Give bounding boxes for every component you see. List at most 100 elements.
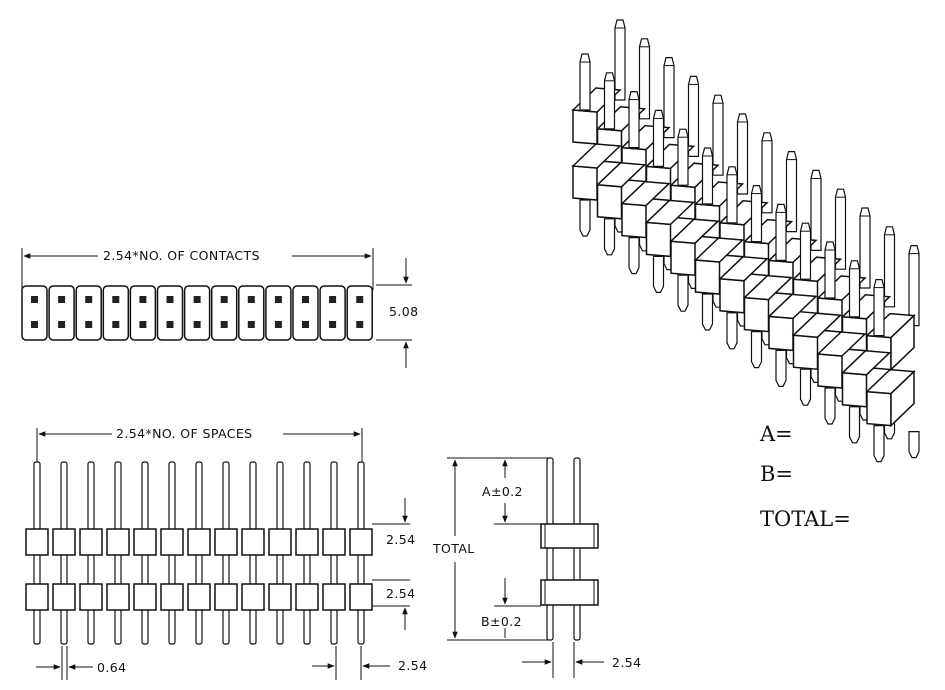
iso-pin bbox=[712, 94, 724, 176]
iso-pin bbox=[726, 166, 738, 224]
b-tolerance-label: B±0.2 bbox=[481, 614, 522, 629]
contact-hole bbox=[356, 296, 364, 303]
iso-pin bbox=[677, 128, 689, 186]
housing-block bbox=[840, 350, 892, 408]
contact-hole bbox=[220, 321, 228, 328]
contact-row bbox=[21, 285, 373, 341]
iso-pin bbox=[873, 279, 885, 337]
iso-pin bbox=[603, 72, 616, 130]
iso-pin-tail bbox=[873, 425, 885, 463]
top-width-label: 2.54*NO. OF CONTACTS bbox=[103, 248, 260, 263]
front-pin bbox=[268, 461, 292, 645]
iso-pin-tail bbox=[701, 293, 714, 331]
side-pin-1 bbox=[546, 457, 554, 641]
contact-block bbox=[238, 285, 265, 341]
housing-block bbox=[571, 143, 622, 201]
contact-hole bbox=[247, 321, 255, 328]
iso-pin bbox=[628, 91, 640, 149]
contact-hole bbox=[166, 321, 174, 328]
housing-block bbox=[718, 256, 769, 314]
iso-pin bbox=[687, 75, 700, 157]
contact-block bbox=[129, 285, 157, 341]
housing-block bbox=[816, 331, 867, 389]
front-width-label: 2.54*NO. OF SPACES bbox=[116, 426, 252, 441]
contact-block bbox=[156, 285, 184, 341]
iso-pin bbox=[761, 132, 773, 214]
contact-hole bbox=[85, 321, 93, 328]
top-height-label: 5.08 bbox=[389, 304, 418, 319]
iso-pin-tail bbox=[628, 237, 640, 275]
housing-end-cap bbox=[890, 313, 915, 372]
iso-pin-tail bbox=[799, 368, 812, 406]
iso-pin-tail bbox=[750, 331, 763, 369]
iso-pin-tail bbox=[824, 387, 836, 425]
pin-pitch-label: 2.54 bbox=[398, 658, 427, 673]
side-lower-body bbox=[540, 579, 599, 606]
iso-pin bbox=[908, 245, 920, 327]
contact-hole bbox=[58, 296, 66, 303]
iso-pin-tail bbox=[677, 274, 689, 312]
iso-pin bbox=[824, 241, 836, 299]
pin-row bbox=[25, 461, 373, 645]
iso-pin bbox=[701, 147, 714, 205]
front-view: 2.54*NO. OF SPACES 2.54 2.54 0.64 2.54 bbox=[25, 426, 427, 680]
contact-hole bbox=[274, 321, 282, 328]
contact-hole bbox=[329, 321, 337, 328]
contact-hole bbox=[220, 296, 228, 303]
iso-pin bbox=[638, 38, 651, 120]
contact-hole bbox=[139, 321, 147, 328]
housing-block bbox=[693, 237, 745, 295]
iso-pin bbox=[785, 151, 798, 233]
contact-block bbox=[210, 285, 238, 341]
housing-block bbox=[595, 162, 647, 220]
a-tolerance-label: A±0.2 bbox=[482, 484, 523, 499]
contact-block bbox=[319, 285, 346, 341]
contact-block bbox=[265, 285, 292, 341]
contact-hole bbox=[31, 296, 38, 303]
iso-pin bbox=[652, 109, 665, 167]
isometric-view bbox=[571, 19, 920, 463]
contact-hole bbox=[329, 296, 337, 303]
row-pitch-label-2: 2.54 bbox=[386, 586, 415, 601]
iso-pin bbox=[810, 169, 822, 251]
contact-block bbox=[75, 285, 102, 341]
contact-hole bbox=[274, 296, 282, 303]
iso-pin bbox=[775, 203, 787, 261]
iso-pin bbox=[799, 222, 812, 280]
front-pin bbox=[160, 461, 184, 645]
contact-block bbox=[21, 285, 48, 341]
housing-end-cap bbox=[890, 369, 915, 428]
iso-pin-tail bbox=[603, 218, 616, 256]
housing-block bbox=[767, 293, 818, 352]
side-upper-body bbox=[540, 523, 599, 549]
iso-pin-tail bbox=[775, 349, 787, 387]
contact-block bbox=[102, 285, 130, 341]
contact-hole bbox=[58, 321, 66, 328]
iso-pin bbox=[579, 53, 591, 111]
iso-pin-tail bbox=[726, 312, 738, 350]
contact-hole bbox=[193, 321, 201, 328]
spec-b: B= bbox=[760, 462, 793, 486]
housing-block bbox=[669, 218, 720, 277]
contact-block bbox=[346, 285, 373, 341]
housing-block bbox=[791, 312, 843, 371]
contact-hole bbox=[247, 296, 255, 303]
iso-pin bbox=[859, 207, 871, 289]
spec-total: TOTAL= bbox=[760, 507, 851, 531]
contact-hole bbox=[193, 296, 201, 303]
contact-block bbox=[183, 285, 211, 341]
iso-pin-tail bbox=[908, 431, 920, 459]
front-pin bbox=[295, 461, 319, 645]
contact-hole bbox=[166, 296, 174, 303]
contact-hole bbox=[85, 296, 93, 303]
iso-pin-tail bbox=[579, 199, 591, 237]
contact-block bbox=[292, 285, 319, 341]
contact-hole bbox=[112, 321, 120, 328]
front-pin bbox=[349, 461, 373, 645]
spec-a: A= bbox=[759, 422, 793, 446]
spec-fields: A= B= TOTAL= bbox=[759, 422, 851, 531]
side-view: TOTAL A±0.2 B±0.2 2.54 bbox=[432, 457, 641, 678]
pin-width-label: 0.64 bbox=[97, 660, 126, 675]
iso-pin bbox=[750, 185, 763, 243]
